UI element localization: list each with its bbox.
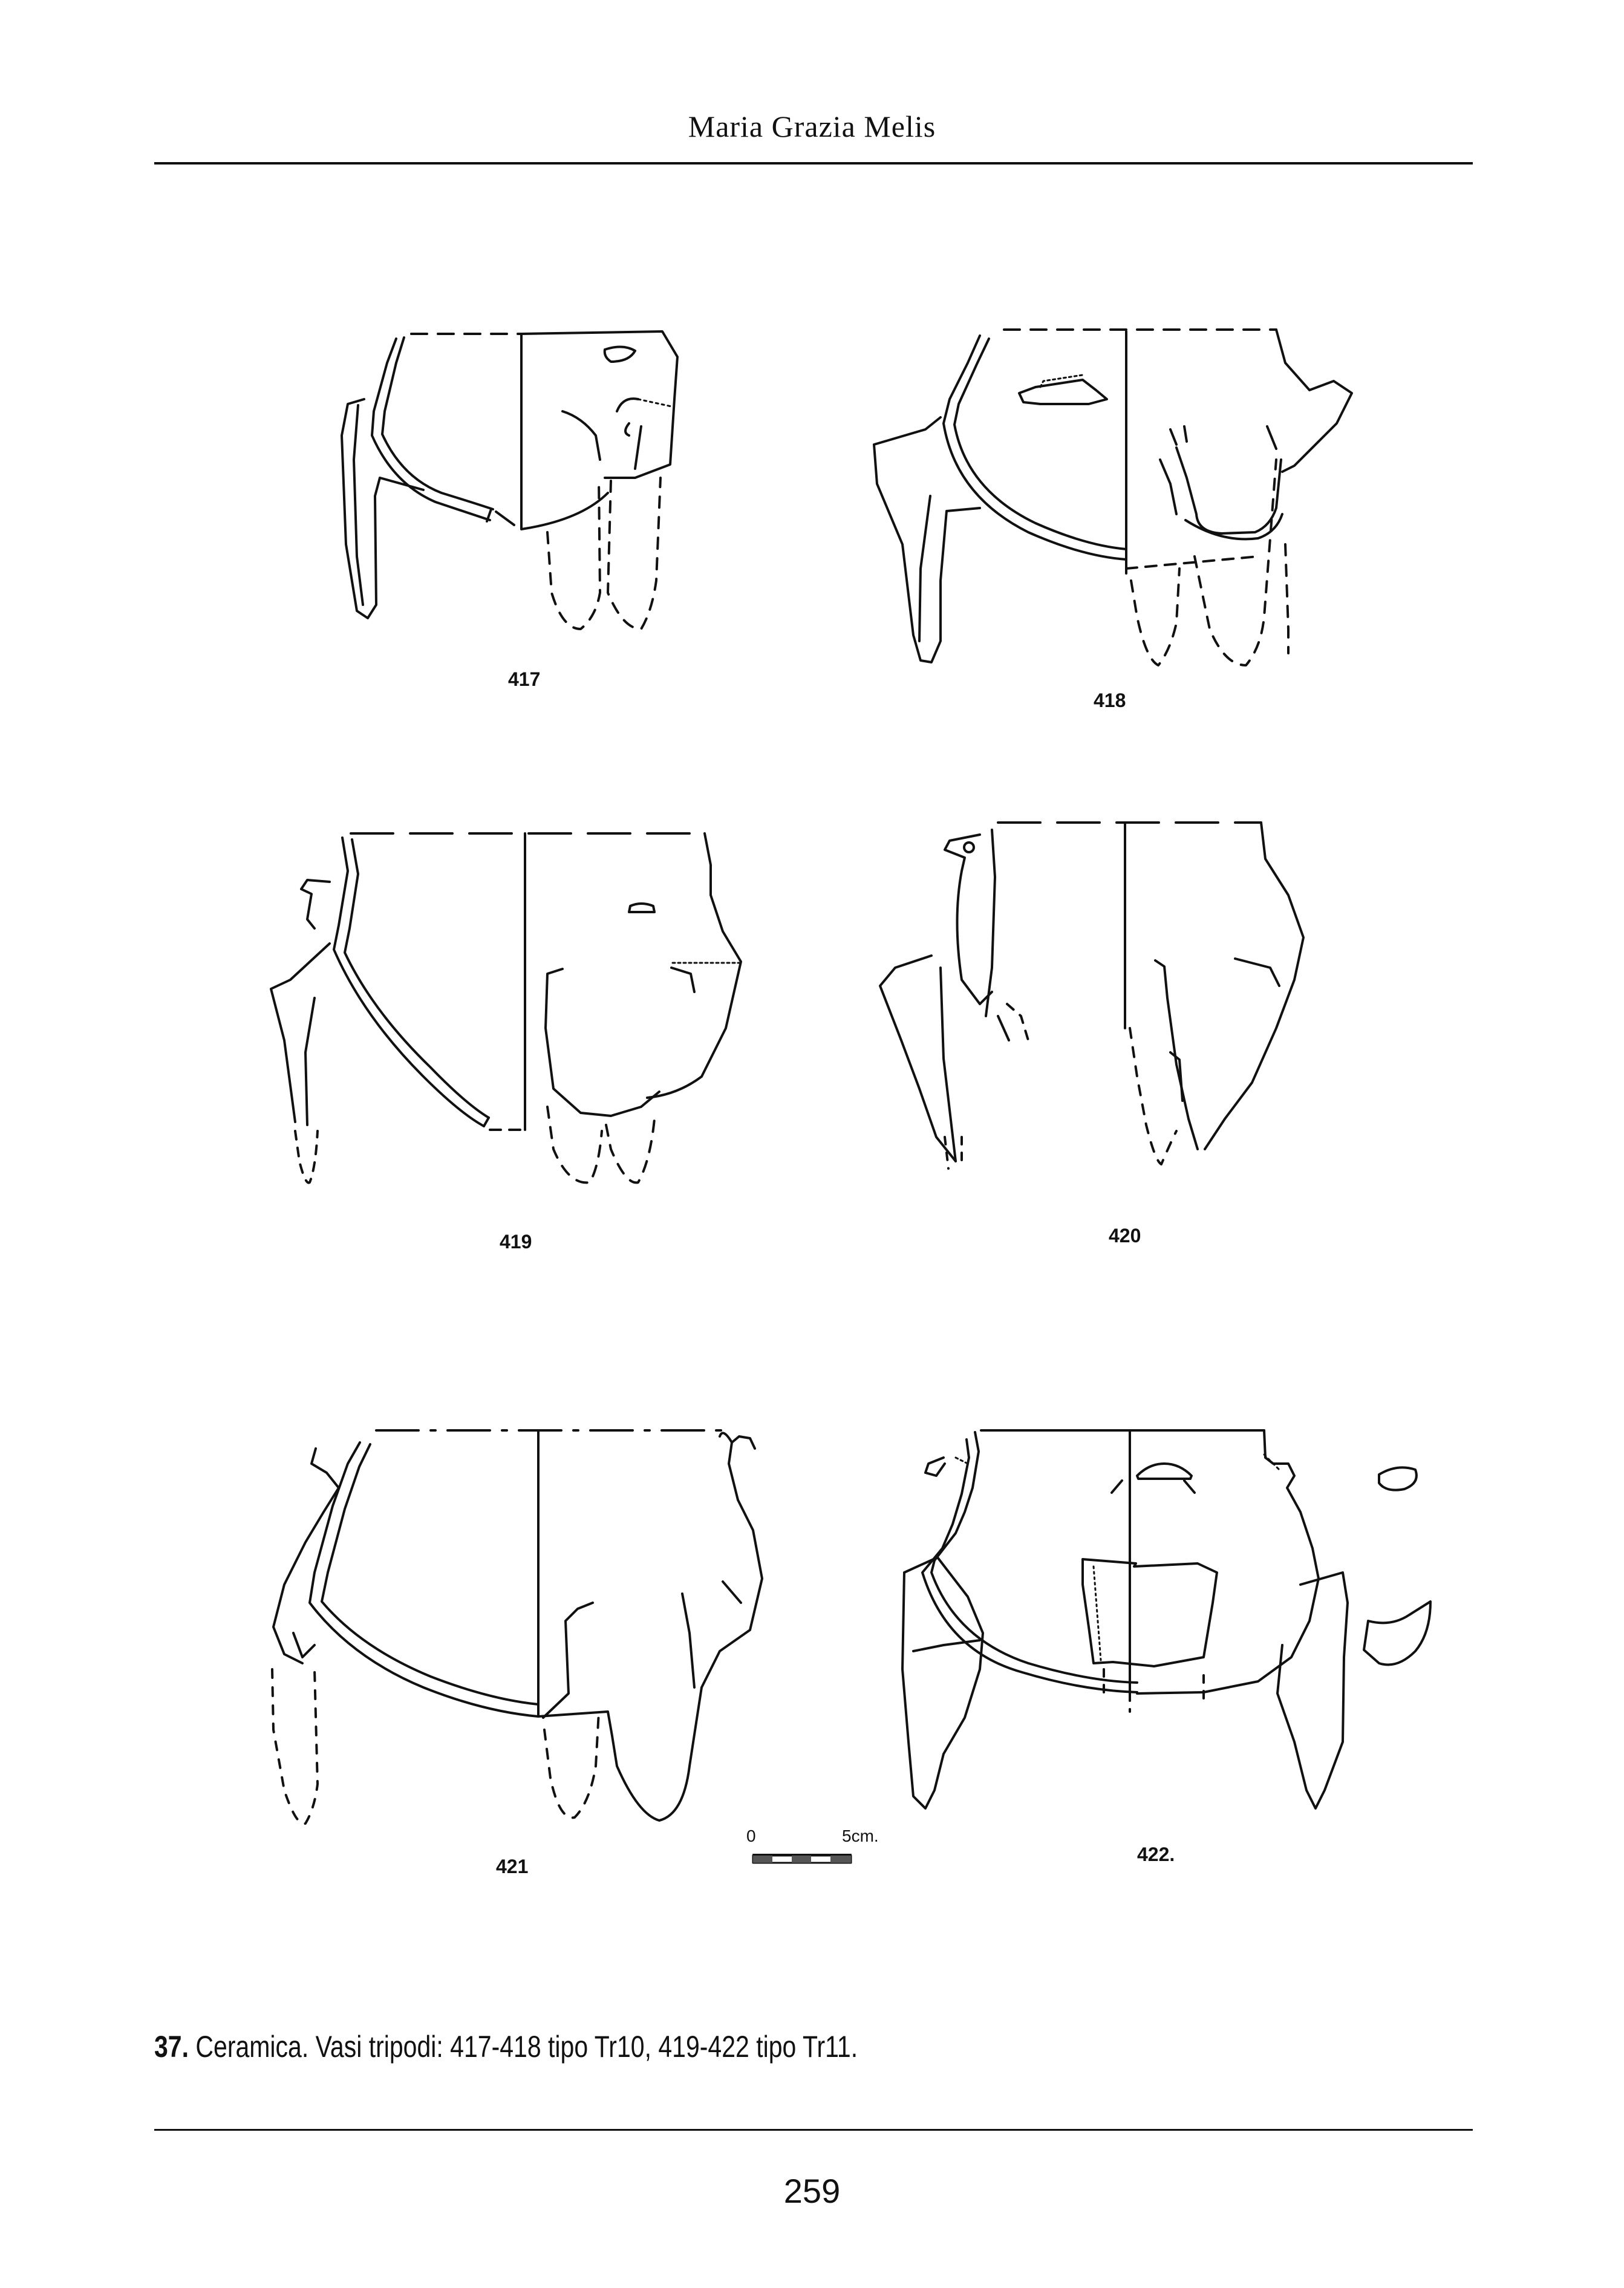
vessel-420-drawing — [879, 821, 1305, 1170]
scale-bar-end: 5cm. — [842, 1827, 879, 1845]
figure-label-418: 418 — [1094, 689, 1126, 711]
scale-bar-start: 0 — [746, 1827, 756, 1845]
figure-label-417: 417 — [508, 668, 541, 690]
figure-label-421: 421 — [496, 1856, 529, 1877]
scale-bar-graphic — [752, 1854, 852, 1864]
vessel-422-drawing — [901, 1429, 1432, 1810]
figure-label-419: 419 — [500, 1231, 532, 1253]
figure-label-422: 422. — [1137, 1843, 1175, 1865]
vessel-421-drawing — [271, 1429, 763, 1825]
vessel-417-drawing — [341, 330, 679, 630]
figure-caption: 37. Ceramica. Vasi tripodi: 417-418 tipo… — [154, 2029, 858, 2064]
running-header: Maria Grazia Melis — [688, 109, 936, 143]
vessel-419-drawing — [270, 832, 742, 1184]
figure-label-420: 420 — [1109, 1225, 1141, 1247]
page-number: 259 — [783, 2172, 841, 2210]
vessel-418-drawing — [873, 328, 1353, 667]
header-rule — [154, 162, 1473, 165]
caption-text: Ceramica. Vasi tripodi: 417-418 tipo Tr1… — [195, 2030, 858, 2064]
footer-rule — [154, 2129, 1473, 2131]
caption-figure-number: 37. — [154, 2030, 189, 2064]
